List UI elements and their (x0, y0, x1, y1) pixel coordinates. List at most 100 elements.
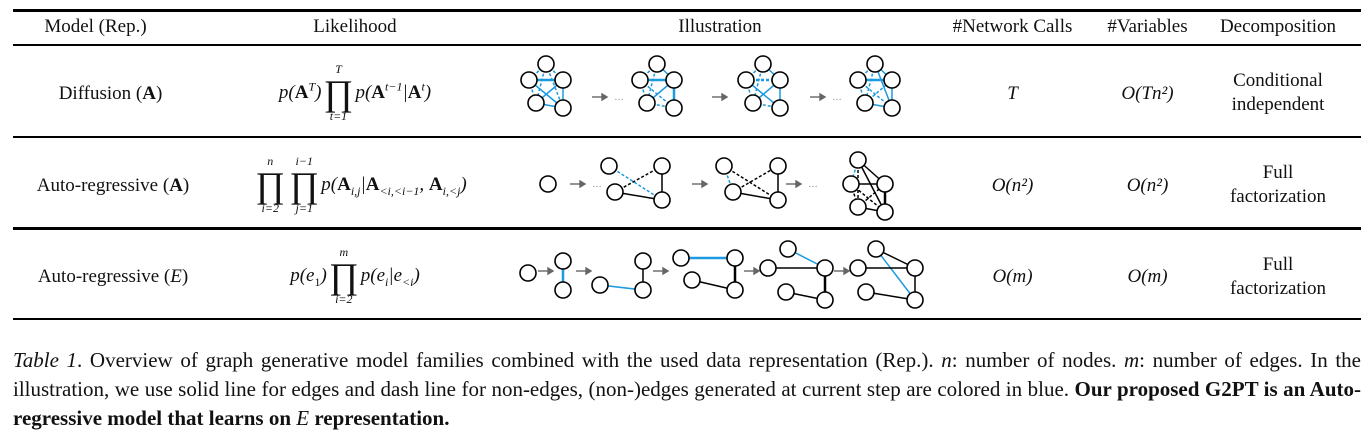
graph-node (539, 175, 557, 193)
ellipsis: … (832, 92, 842, 103)
graph-node (771, 99, 789, 117)
arrow-head-icon (753, 266, 761, 276)
decomposition-line-1: Full (1262, 254, 1294, 275)
row-ar-adjacency-network-calls: O(n²) (991, 175, 1034, 196)
graph-node (777, 283, 795, 301)
graph-node (591, 276, 609, 294)
header-rule (13, 44, 1361, 46)
graph-node (857, 283, 875, 301)
formula-conditional: p(Ai,j|A<i,<i−1, Ai,<j) (321, 174, 467, 198)
header-variables: #Variables (1107, 16, 1188, 37)
caption-text: . Overview of graph generative model fam… (77, 348, 942, 372)
row-ar-adjacency-model: Auto-regressive (A) (13, 174, 213, 198)
graph-node (769, 191, 787, 209)
graph-node (876, 203, 894, 221)
decomposition-line-2: independent (1231, 94, 1325, 115)
illustration-graphs: … … … … (519, 55, 924, 309)
decomposition-line-2: factorization (1229, 278, 1326, 299)
graph-node (554, 99, 572, 117)
row-ar-edge-likelihood: p(e1) m∏i=2 p(ei|e<i) (200, 241, 510, 311)
model-name: Auto-regressive ( (36, 175, 170, 196)
non-edge (732, 165, 779, 193)
graph-node (849, 259, 867, 277)
non-edge (545, 63, 564, 81)
edge (875, 248, 916, 301)
header-illustration: Illustration (678, 16, 762, 37)
graph-node (744, 94, 762, 112)
graph-node (519, 264, 537, 282)
non-edge (723, 165, 779, 201)
row-diffusion-network-calls: T (1007, 83, 1018, 104)
graph-node (665, 71, 683, 89)
row-ar-adjacency-variables: O(n²) (1126, 175, 1169, 196)
decomposition-line-2: factorization (1229, 186, 1326, 207)
decomposition-line-1: Conditional (1233, 70, 1323, 91)
graph-node (638, 94, 656, 112)
header-decomposition: Decomposition (1219, 16, 1337, 37)
ellipsis: … (614, 92, 624, 103)
product-operator: m∏i=2 (328, 245, 359, 306)
row-ar-edge-decomposition: Full factorization (1208, 253, 1348, 301)
model-suffix: ) (155, 83, 163, 104)
decomposition-line-1: Full (1262, 162, 1294, 183)
row-ar-edge-variables: O(m) (1127, 266, 1168, 287)
formula-prior: p(AT) (278, 79, 322, 103)
non-edge (614, 165, 663, 193)
graph-node (527, 94, 545, 112)
graph-node (606, 183, 624, 201)
row-ar-edge-network-calls: O(m) (992, 266, 1033, 287)
non-edge (745, 63, 764, 81)
graph-node (537, 55, 555, 73)
model-suffix: ) (182, 175, 190, 196)
graph-node (653, 191, 671, 209)
graph-node (849, 151, 867, 169)
arrow-head-icon (579, 179, 587, 189)
row-ar-adjacency-decomposition: Full factorization (1208, 161, 1348, 209)
model-rep: E (170, 266, 182, 287)
graph-node (816, 291, 834, 309)
graph-node (737, 71, 755, 89)
arrow-head-icon (662, 266, 670, 276)
graph-node (724, 183, 742, 201)
graph-node (866, 55, 884, 73)
row-1-rule (13, 136, 1361, 138)
product-operator-i: n∏i=2 (255, 154, 286, 215)
model-rep: A (169, 175, 183, 196)
graph-node (634, 281, 652, 299)
arrow-head-icon (547, 266, 555, 276)
caption-n-definition: : number of nodes. (951, 348, 1124, 372)
row-ar-edge-model: Auto-regressive (E) (13, 265, 213, 289)
graph-node (653, 157, 671, 175)
graph-node (726, 249, 744, 267)
graph-node (554, 71, 572, 89)
non-edge (528, 63, 547, 81)
non-edge (608, 165, 663, 201)
formula-conditional: p(ei|e<i) (360, 265, 420, 289)
product-operator: T∏t=1 (323, 62, 354, 123)
graph-node (715, 157, 733, 175)
arrow-head-icon (585, 266, 593, 276)
top-rule (13, 9, 1361, 12)
formula-transition: p(At−1|At) (355, 79, 432, 103)
bottom-rule (13, 318, 1361, 320)
model-suffix: ) (181, 266, 189, 287)
graph-node (554, 252, 572, 270)
graph-node (672, 249, 690, 267)
ellipsis: … (808, 179, 818, 190)
graph-node (769, 157, 787, 175)
graph-node (779, 240, 797, 258)
ellipsis: … (592, 179, 602, 190)
arrow-head-icon (795, 179, 803, 189)
non-edge (857, 63, 876, 81)
edge (857, 159, 886, 213)
graph-node (520, 71, 538, 89)
arrow-head-icon (819, 92, 827, 102)
graph-node (867, 240, 885, 258)
graph-node (816, 259, 834, 277)
model-name: Diffusion ( (58, 83, 143, 104)
graph-node (683, 271, 701, 289)
graph-node (883, 99, 901, 117)
row-diffusion-likelihood: p(AT) T∏t=1 p(At−1|At) (200, 58, 510, 128)
row-diffusion-variables: O(Tn²) (1121, 83, 1174, 104)
product-operator-j: i−1∏j=1 (289, 154, 320, 215)
